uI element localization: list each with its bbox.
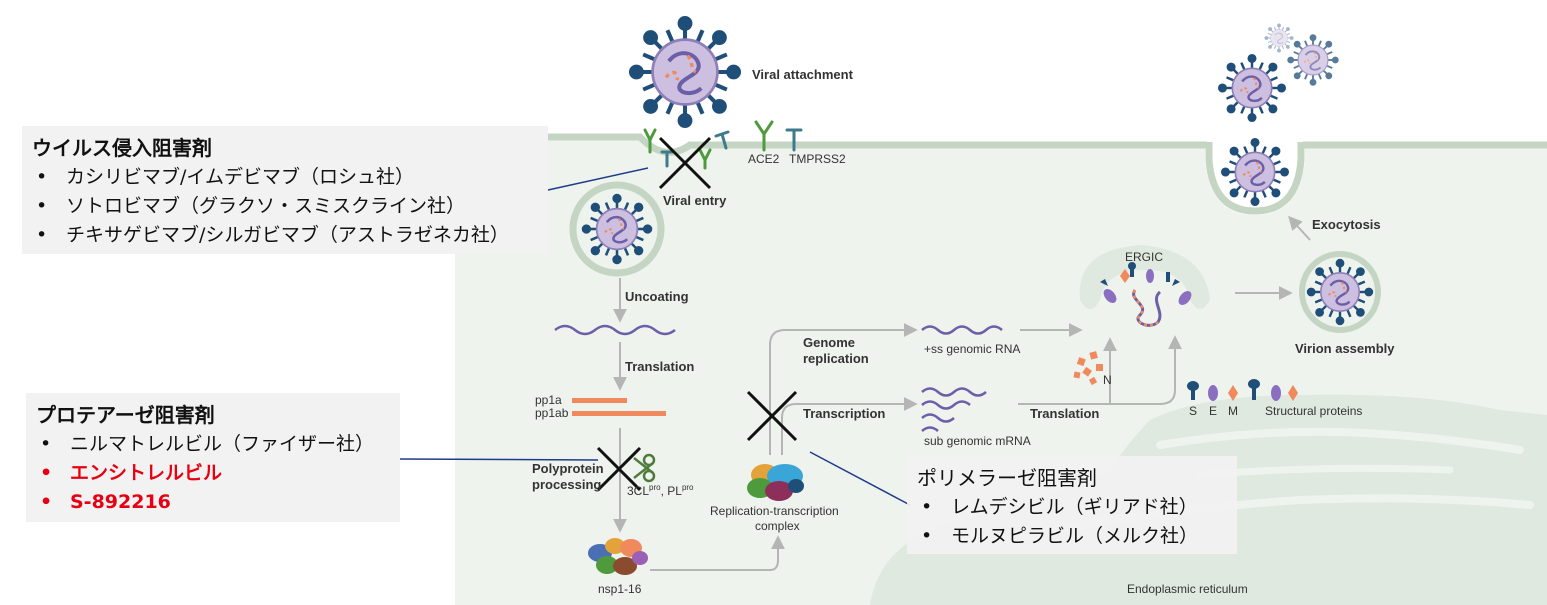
protease-inhibitor-item: •ニルマトレルビル（ファイザー社） (40, 433, 375, 455)
virion-assembly-label: Virion assembly (1295, 341, 1395, 356)
replication-label: replication (803, 351, 869, 366)
sub-mrna-icon (921, 387, 987, 432)
nsp-label: nsp1-16 (598, 582, 642, 596)
ergic-compartment (1079, 245, 1210, 309)
viral-entry-label: Viral entry (663, 193, 727, 208)
polymerase-inhibitor-item: •レムデシビル（ギリアド社） (921, 496, 1198, 518)
protease-inhibitors-title: プロテアーゼ阻害剤 (36, 403, 215, 427)
ss-rna-icon (921, 325, 1003, 335)
ergic-proteins-icon (1100, 262, 1192, 305)
e-label: E (1209, 404, 1217, 418)
pp1a-bar (572, 398, 627, 403)
polymerase-inhibitors-panel: ポリメラーゼ阻害剤 •レムデシビル（ギリアド社） •モルヌピラビル（メルク社） (907, 456, 1237, 554)
entry-block-x-icon (658, 136, 712, 190)
entry-inhibitor-item: •ソトロビマブ（グラクソ・スミスクライン社） (36, 195, 466, 217)
entry-leader-line (547, 167, 649, 191)
rtc-label-2: complex (755, 519, 800, 533)
exocytosis-virion-icon (1220, 137, 1290, 207)
scissors-icon (633, 453, 656, 483)
endosome-virion-icon (581, 193, 653, 265)
released-virion-icon (1217, 53, 1287, 123)
protease-leader-line (399, 458, 599, 461)
entry-inhibitors-panel: ウイルス侵入阻害剤 •カシリビマブ/イムデビマブ（ロシュ社） •ソトロビマブ（グ… (22, 126, 548, 254)
viral-attachment-label: Viral attachment (752, 67, 854, 82)
entry-inhibitor-item: •カシリビマブ/イムデビマブ（ロシュ社） (36, 166, 415, 188)
s-label: S (1189, 404, 1197, 418)
n-protein-icon (1073, 351, 1103, 386)
polyprotein-label: Polyprotein (532, 461, 604, 476)
protease-names-label: 3CLpro, PLpro (627, 483, 694, 498)
polymerase-inhibitor-item: •モルヌピラビル（メルク社） (921, 525, 1199, 547)
ss-rna-label: +ss genomic RNA (924, 342, 1020, 356)
polymerase-block-x-icon (746, 390, 798, 442)
pp1ab-label: pp1ab (535, 406, 569, 420)
translation2-label: Translation (1030, 406, 1099, 421)
nsp-cluster-icon (588, 538, 648, 575)
pp1a-label: pp1a (535, 393, 562, 407)
ace2-label: ACE2 (748, 152, 780, 166)
rtc-label-1: Replication-transcription (710, 504, 839, 518)
er-label: Endoplasmic reticulum (1127, 582, 1248, 596)
attaching-virion-icon (631, 18, 739, 126)
polymerase-inhibitors-title: ポリメラーゼ阻害剤 (917, 466, 1097, 490)
n-label: N (1103, 373, 1112, 387)
sub-mrna-label: sub genomic mRNA (924, 434, 1031, 448)
rtc-icon (747, 464, 804, 501)
uncoating-label: Uncoating (625, 289, 689, 304)
translation-label: Translation (625, 359, 694, 374)
protease-inhibitors-panel: プロテアーゼ阻害剤 •ニルマトレルビル（ファイザー社） •エンシトレルビル •S… (26, 393, 400, 522)
polymerase-leader-line (809, 451, 911, 506)
genomic-rna-icon (554, 324, 676, 336)
m-label: M (1228, 404, 1238, 418)
processing-label: processing (532, 477, 601, 492)
released-virion-icon-3 (1264, 23, 1294, 53)
transcription-label: Transcription (803, 406, 885, 421)
released-virion-icon-2 (1287, 34, 1339, 86)
protease-block-x-icon (596, 446, 642, 492)
ergic-label: ERGIC (1125, 250, 1163, 264)
assembled-virion-icon (1306, 258, 1374, 326)
ace2-receptor-icon (643, 120, 774, 170)
entry-inhibitors-title: ウイルス侵入阻害剤 (32, 136, 212, 160)
tmprss2-label: TMPRSS2 (789, 152, 846, 166)
structural-proteins-label: Structural proteins (1265, 404, 1362, 418)
entry-inhibitor-item: •チキサゲビマブ/シルガビマブ（アストラゼネカ社） (36, 224, 509, 246)
pp1ab-bar (572, 411, 666, 416)
tmprss2-receptor-icon (660, 128, 803, 168)
exocytosis-bud (1205, 142, 1305, 215)
protease-inhibitor-item-highlight: •エンシトレルビル (40, 462, 223, 484)
structural-proteins-icon (1187, 379, 1298, 401)
exocytosis-label: Exocytosis (1312, 217, 1381, 232)
protease-inhibitor-item-highlight: •S-892216 (40, 491, 171, 513)
genome-label: Genome (803, 335, 855, 350)
